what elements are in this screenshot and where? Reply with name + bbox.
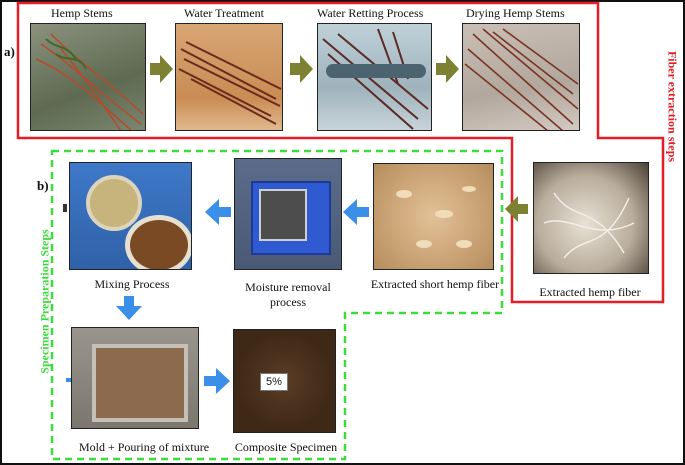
fiber-extraction-outline	[16, 1, 665, 304]
section-a-marker: a)	[4, 44, 15, 59]
label-water-treatment: Water Treatment	[184, 6, 265, 20]
arrow-b3	[116, 296, 142, 320]
label-composite: Composite Specimen	[234, 440, 338, 454]
label-water-retting: Water Retting Process	[317, 6, 424, 20]
photo-mixing	[69, 162, 192, 270]
arrow-fiber-to-short	[505, 196, 528, 222]
blue-arrows	[116, 199, 369, 394]
label-moisture-removal: Moisture removal process	[245, 280, 331, 309]
label-extracted-fiber: Extracted hemp fiber	[539, 285, 641, 299]
specimen-preparation-outline	[50, 149, 504, 461]
section-b-marker: b)	[37, 178, 49, 193]
arrow-b1	[343, 199, 369, 225]
arrow-a1	[150, 55, 173, 83]
arrow-a3	[436, 55, 459, 83]
specimen-preparation-label: Specimen Preparation Steps	[37, 229, 52, 374]
photo-drying-stems	[462, 23, 580, 131]
label-drying-stems: Drying Hemp Stems	[466, 6, 565, 20]
photo-oven	[234, 158, 342, 270]
label-hemp-stems: Hemp Stems	[51, 6, 113, 20]
photo-extracted-fiber	[533, 162, 649, 274]
arrow-b4	[204, 368, 230, 394]
photo-short-fiber	[373, 163, 494, 270]
composite-badge: 5%	[260, 373, 288, 391]
photo-mold	[71, 327, 199, 429]
olive-arrows	[150, 55, 528, 222]
arrow-a2	[290, 55, 313, 83]
label-mixing: Mixing Process	[94, 277, 170, 291]
photo-hemp-stems	[30, 23, 146, 131]
photo-water-treatment	[175, 23, 283, 131]
arrow-b2	[205, 199, 231, 225]
photo-water-retting	[317, 23, 432, 131]
fiber-extraction-label: Fiber extraction steps	[665, 50, 680, 163]
label-short-fiber: Extracted short hemp fiber	[370, 277, 500, 291]
label-mold: Mold + Pouring of mixture	[78, 440, 210, 454]
